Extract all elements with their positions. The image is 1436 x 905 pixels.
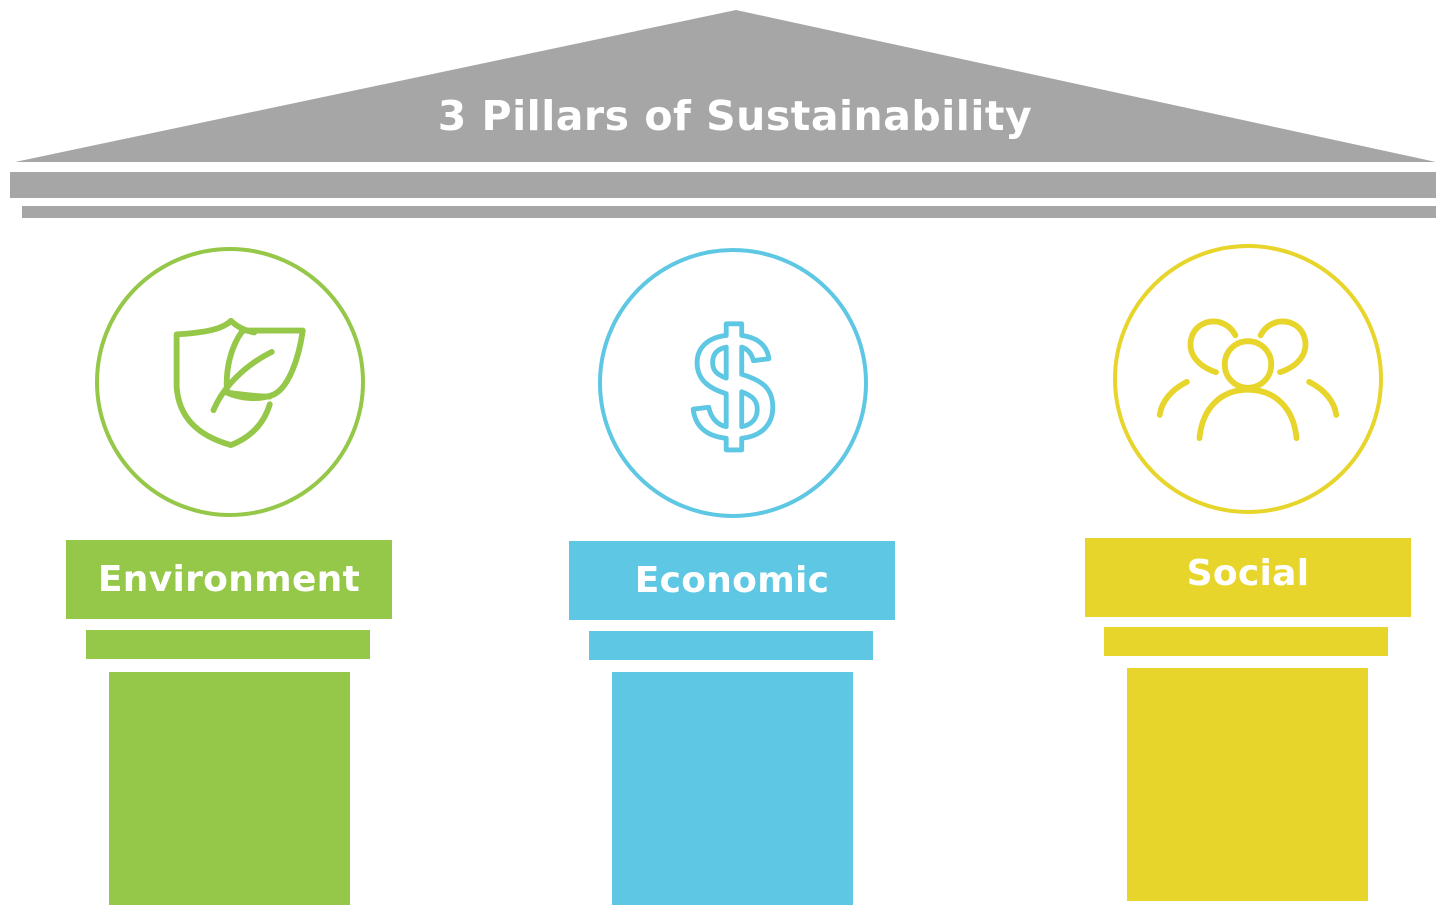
economic-shaft (612, 672, 853, 905)
economic-band (589, 631, 873, 660)
pillar-economic: Economic (480, 0, 960, 905)
roof-architrave (22, 206, 1436, 218)
shield-leaf-icon (173, 317, 306, 448)
dollar-icon (690, 321, 776, 453)
social-label: Social (1085, 538, 1411, 617)
social-shaft (1127, 668, 1368, 901)
environment-label: Environment (66, 540, 392, 619)
environment-shaft (109, 672, 350, 905)
pillar-environment: Environment (0, 0, 480, 905)
environment-band (86, 630, 370, 659)
economic-icon-circle (598, 248, 868, 518)
social-band (1104, 627, 1388, 656)
pillar-social: Social (960, 0, 1436, 905)
diagram-title: 3 Pillars of Sustainability (437, 92, 1033, 140)
people-group-icon (1156, 318, 1340, 442)
economic-label: Economic (569, 541, 895, 620)
roof-graphic (10, 10, 1436, 218)
roof-beam (10, 172, 1436, 198)
roof-pediment (15, 10, 1436, 162)
social-icon-circle (1113, 244, 1383, 514)
environment-icon-circle (95, 247, 365, 517)
